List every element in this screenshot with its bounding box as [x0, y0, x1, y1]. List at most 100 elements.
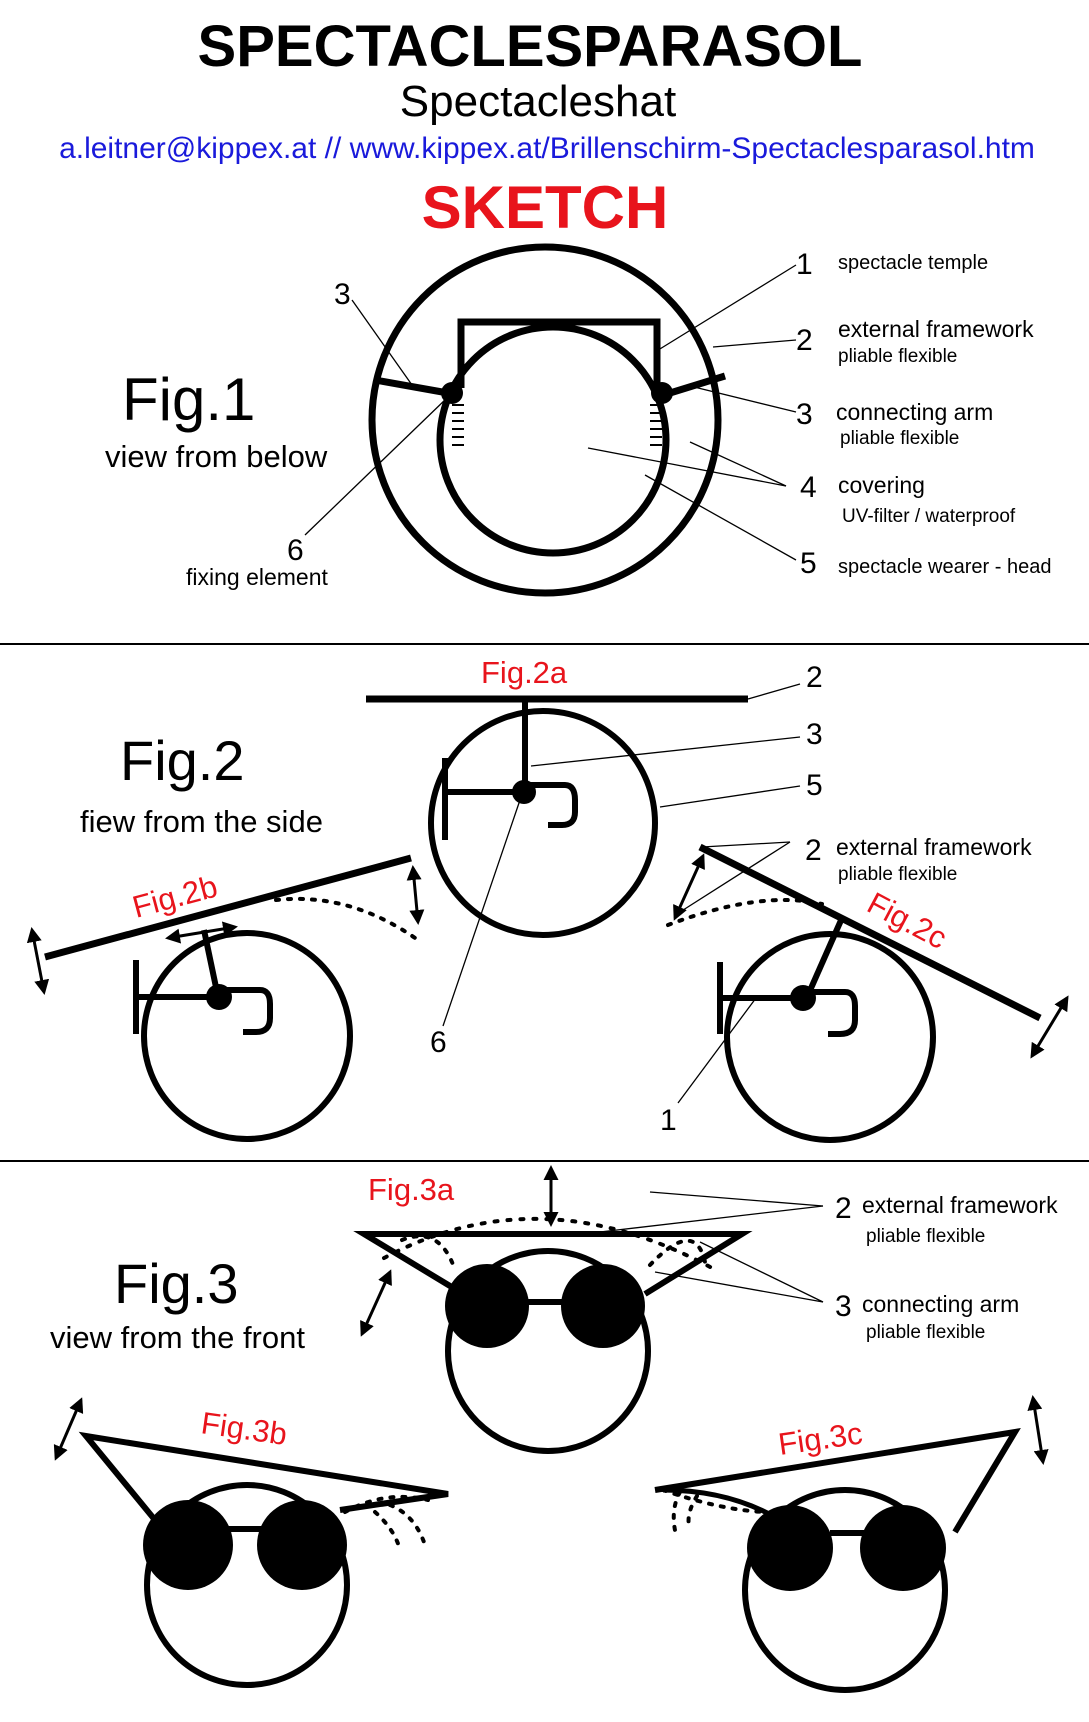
fig2c-fixing	[790, 985, 816, 1011]
fig2-title: Fig.2	[120, 729, 245, 792]
fig2c-legend-sub: pliable flexible	[838, 864, 957, 885]
fig2b-framework	[44, 854, 412, 961]
page-subtitle: Spectacleshat	[400, 77, 676, 126]
fig1-legend-label-3: connecting arm	[836, 399, 993, 425]
fig2a-head	[428, 708, 658, 938]
fig2a-ear-hook	[525, 782, 578, 828]
fig3-legend-sub-2: pliable flexible	[866, 1226, 985, 1247]
fig3a-label: Fig.3a	[368, 1172, 455, 1207]
fig1-legend-num-5: 5	[800, 547, 817, 580]
fig1-leader-lines	[304, 264, 797, 561]
fig3b-lens-right	[257, 1500, 347, 1590]
sketch-label: SKETCH	[422, 174, 669, 241]
fig1-legend-num-3: 3	[796, 398, 813, 431]
fig3-legend-label-3: connecting arm	[862, 1291, 1019, 1317]
fig1-drawing	[304, 243, 797, 597]
fig1-callout-6: 6	[287, 534, 304, 567]
fig3c-framework	[654, 1428, 1021, 1534]
fig3b-drawing	[53, 1397, 449, 1688]
fig1-legend-label-2: external framework	[838, 316, 1034, 342]
fig1-legend-sub-2: pliable flexible	[838, 346, 957, 367]
fig2a-drawing	[366, 683, 801, 1027]
fig2c-arrow-left-icon	[673, 853, 705, 921]
fig2c-legend-num: 2	[805, 834, 822, 867]
fig1-callout-3: 3	[334, 278, 351, 311]
contact-line: a.leitner@kippex.at // www.kippex.at/Bri…	[59, 132, 1035, 165]
fig1-legend-num-1: 1	[796, 248, 813, 281]
fig2a-fixing	[512, 780, 536, 804]
fig2b-arrow-left-icon	[26, 927, 50, 995]
fig2c-ear-hook	[803, 989, 858, 1037]
fig3-legend-num-2: 2	[835, 1192, 852, 1225]
fig3a-framework	[353, 1231, 753, 1297]
fig3a-dotted-left	[400, 1234, 457, 1272]
fig3b-lens-left	[143, 1500, 233, 1590]
fig2c-dotted-flex	[666, 898, 824, 927]
fig1-arm-left	[374, 376, 449, 397]
fig3a-head	[445, 1248, 651, 1454]
fig1-hatch-right	[650, 404, 662, 446]
fig3a-drawing	[353, 1165, 824, 1454]
fig2b-dotted-flex	[274, 896, 420, 942]
fig2b-drawing	[26, 854, 425, 1142]
fig3b-label: Fig.3b	[199, 1405, 289, 1452]
fig3c-dotted-1	[661, 1488, 767, 1514]
fig3-legend: 2 external framework pliable flexible 3 …	[835, 1192, 1058, 1343]
fig2b-ear-hook	[218, 987, 273, 1035]
fig3c-dotted-2	[671, 1490, 682, 1537]
fig3c-arrow-icon	[1027, 1395, 1049, 1465]
fig2a-num-3: 3	[806, 718, 823, 751]
fig3a-lens-right	[561, 1264, 645, 1348]
fig2b-arrow-right-icon	[406, 865, 425, 925]
fig2a-num-6: 6	[430, 1026, 447, 1059]
fig2a-leader-lines	[442, 683, 801, 1027]
fig3a-lens-left	[445, 1264, 529, 1348]
fig3c-drawing	[654, 1395, 1049, 1693]
fig3c-label: Fig.3c	[776, 1416, 864, 1462]
fig2c-drawing	[666, 841, 1069, 1143]
fig1-legend-label-1: spectacle temple	[838, 252, 988, 274]
fig3-legend-label-2: external framework	[862, 1192, 1058, 1218]
fig1-title: Fig.1	[122, 366, 255, 433]
fig2c-leader-lines	[677, 841, 791, 1104]
fig2b-arrow-slide-icon	[165, 921, 238, 944]
fig1-covering-circle	[368, 243, 722, 597]
fig1-callout-6-label: fixing element	[186, 564, 329, 590]
fig3c-head	[742, 1487, 948, 1693]
fig3a-dotted-top	[382, 1216, 714, 1270]
fig1-view-label: view from below	[105, 439, 328, 474]
fig2c-arrow-right-icon	[1030, 995, 1069, 1059]
fig2b-head	[141, 930, 353, 1142]
fig1-legend-sub-4: UV-filter / waterproof	[842, 506, 1016, 527]
fig2a-num-5: 5	[806, 769, 823, 802]
fig2c-framework	[698, 843, 1042, 1022]
fig3b-framework	[78, 1431, 449, 1522]
fig3b-arrow-icon	[53, 1397, 84, 1461]
fig3-legend-num-3: 3	[835, 1290, 852, 1323]
fig2a-label: Fig.2a	[481, 655, 568, 690]
fig3a-arrow-left-icon	[360, 1269, 392, 1337]
fig2c-num-1: 1	[660, 1104, 677, 1137]
fig1-head-circle	[436, 323, 670, 557]
fig2-view-label: fiew from the side	[80, 804, 323, 839]
fig3a-leader-lines	[599, 1191, 824, 1303]
fig3c-lens-right	[860, 1505, 946, 1591]
fig2c-legend-label: external framework	[836, 834, 1032, 860]
fig2a-num-2: 2	[806, 661, 823, 694]
fig3-legend-sub-3: pliable flexible	[866, 1322, 985, 1343]
fig1-legend-num-2: 2	[796, 324, 813, 357]
fig1-spectacle-frame	[457, 318, 661, 388]
fig3-title: Fig.3	[114, 1252, 239, 1315]
fig1-legend-label-4: covering	[838, 472, 925, 498]
fig1-legend: 1 spectacle temple 2 external framework …	[796, 248, 1051, 580]
fig3b-dotted-3	[373, 1510, 402, 1552]
fig1-legend-num-4: 4	[800, 471, 817, 504]
fig2b-fixing	[206, 984, 232, 1010]
page-title: SPECTACLESPARASOL	[198, 14, 863, 79]
fig1-arm-right	[668, 372, 727, 397]
fig3b-dotted-2	[388, 1503, 427, 1547]
fig3a-dotted-right	[648, 1238, 707, 1267]
fig1-fixing-right	[651, 382, 673, 404]
fig1-hatch-left	[452, 404, 464, 446]
